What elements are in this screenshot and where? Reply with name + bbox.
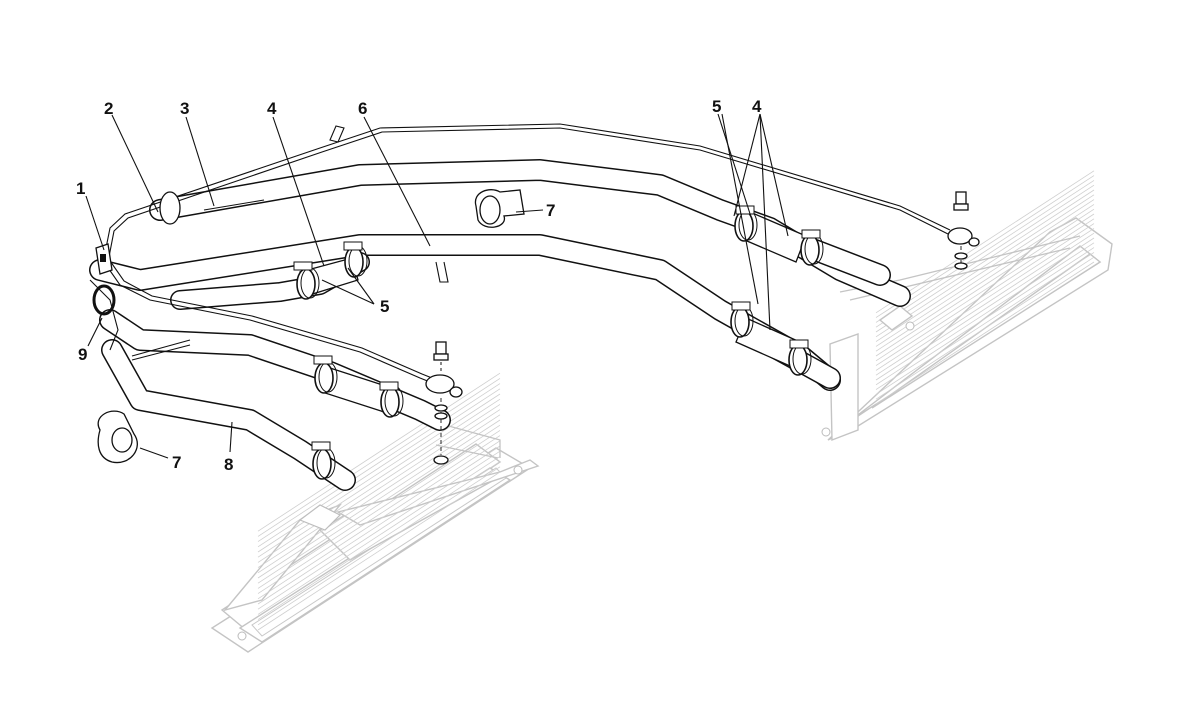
callout-4-left: 4 [267, 99, 277, 118]
radiator-fin [875, 194, 1095, 338]
callout-7-lower: 7 [172, 453, 181, 472]
radiator-fin [257, 398, 501, 558]
callout-5-left: 5 [380, 297, 389, 316]
radiator-fin [257, 414, 501, 574]
radiator-fin [875, 218, 1095, 362]
callout-6: 6 [358, 99, 367, 118]
left-radiator-fins [257, 372, 501, 631]
clamp-left-5 [311, 441, 336, 480]
banjo-fitting-right [947, 191, 980, 270]
radiator-fin [257, 430, 501, 589]
callout-7-upper: 7 [546, 201, 555, 220]
callout-labels: 1 2 3 4 6 5 9 7 7 8 5 4 [76, 97, 762, 474]
radiator-fin [257, 461, 501, 620]
callout-1: 1 [76, 179, 85, 198]
radiator-fin [875, 261, 1095, 405]
banjo-fitting-left [425, 341, 463, 465]
clamp-right-2 [800, 229, 824, 266]
radiator-fin [257, 466, 501, 626]
radiator-fin [257, 393, 501, 553]
hose-clamps [293, 205, 824, 480]
clamp-right-4 [788, 339, 812, 376]
clamp-left-3 [313, 355, 338, 394]
bleed-pipe [103, 123, 951, 387]
pipe-support-upper [474, 189, 525, 228]
radiator-fin [875, 180, 1095, 323]
radiator-fin [875, 213, 1095, 357]
left-radiator [210, 372, 540, 653]
radiator-fin [875, 223, 1095, 366]
pipe-support-lower [97, 410, 138, 464]
clamp-left-1 [293, 261, 320, 300]
radiator-fin [875, 232, 1095, 376]
radiator-fin [875, 252, 1095, 395]
callout-4-right: 4 [752, 97, 762, 116]
radiator-fin [257, 378, 501, 537]
callout-5-right: 5 [712, 97, 721, 116]
outlet-pipe-end [159, 191, 265, 225]
radiator-fin [257, 424, 501, 584]
callout-3: 3 [180, 99, 189, 118]
radiator-fin [875, 247, 1095, 390]
right-radiator [821, 170, 1113, 442]
grommet-9 [92, 284, 116, 316]
leader-lines [85, 113, 789, 459]
radiator-fin [257, 388, 501, 548]
radiator-fin [257, 450, 501, 610]
radiator-fin [875, 199, 1095, 342]
radiator-fin [875, 184, 1095, 328]
radiator-fin [875, 175, 1095, 318]
radiator-fin [257, 440, 501, 600]
radiator-fin [875, 237, 1095, 381]
radiator-fin [875, 228, 1095, 371]
radiator-fin [875, 170, 1095, 314]
callout-8: 8 [224, 455, 233, 474]
radiator-fin [875, 242, 1095, 386]
radiator-fin [257, 372, 501, 532]
radiator-fin [257, 456, 501, 615]
clamp-right-3 [730, 301, 754, 338]
radiator-fin [257, 409, 501, 568]
bracket-1 [95, 243, 113, 275]
radiator-fin [257, 445, 501, 605]
radiator-fin [257, 404, 501, 563]
radiator-fin [875, 256, 1095, 400]
clamp-left-4 [379, 381, 404, 418]
radiator-fin [257, 383, 501, 542]
hose-assembly [89, 125, 911, 491]
radiator-fin [257, 419, 501, 579]
radiator-fin [875, 189, 1095, 333]
radiator-fin [257, 435, 501, 594]
callout-2: 2 [104, 99, 113, 118]
radiator-fin [257, 471, 501, 631]
callout-9: 9 [78, 345, 87, 364]
